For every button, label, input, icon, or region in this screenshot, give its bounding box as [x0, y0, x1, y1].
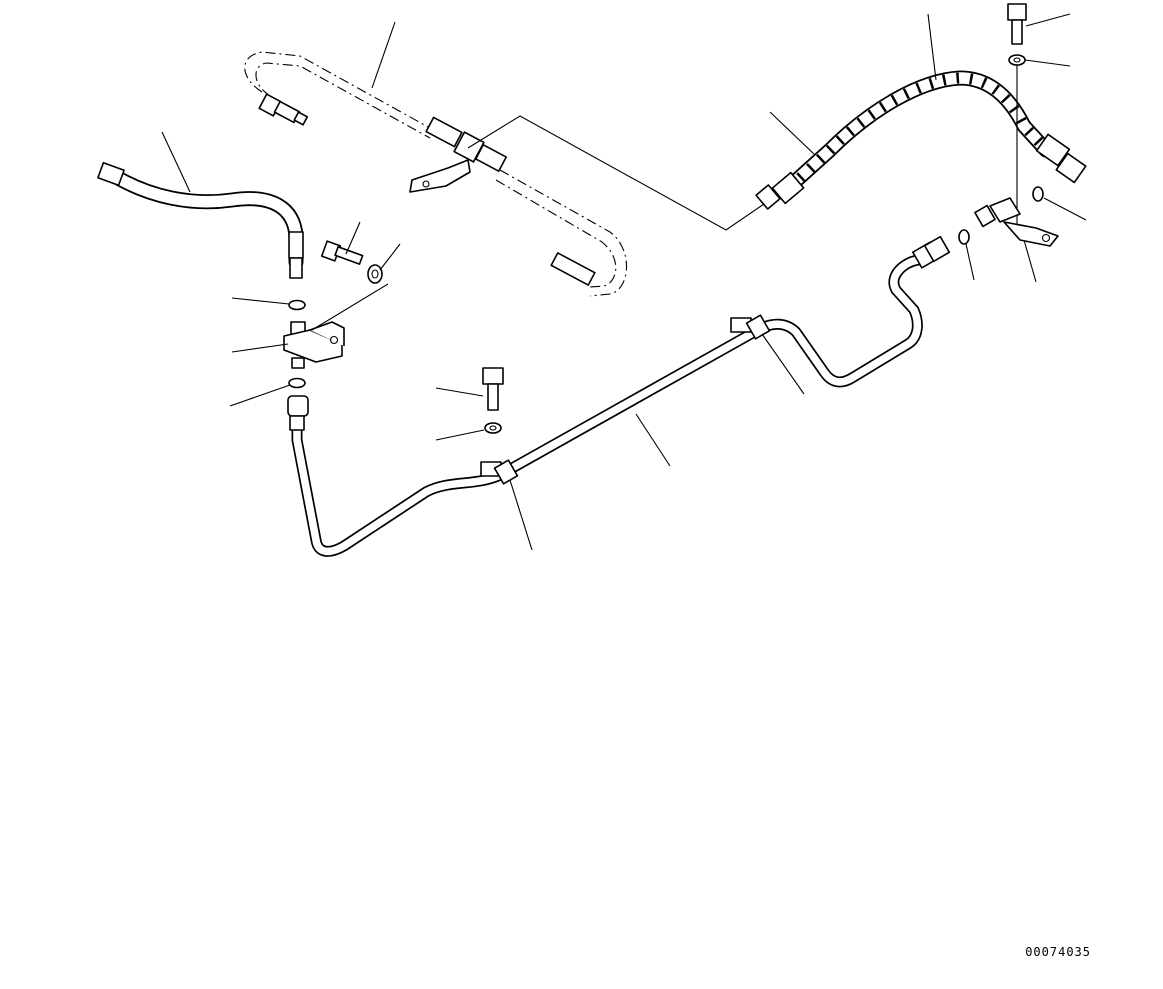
center-clamp [480, 459, 519, 485]
right-o-ring-a [1032, 186, 1044, 202]
left-hose [97, 161, 304, 279]
main-tube [287, 235, 951, 557]
right-clamp [730, 314, 771, 340]
leader-lines [161, 13, 1087, 551]
phantom-tube-fitting-right [550, 252, 596, 286]
left-bolt [320, 240, 364, 265]
left-connector-block [283, 321, 345, 369]
right-hose [755, 70, 1087, 210]
phantom-tube-tee-fitting [409, 116, 508, 193]
drawing-code: 00074035 [1025, 945, 1091, 959]
left-o-ring-upper [288, 299, 306, 311]
right-o-ring-b [958, 229, 970, 245]
right-connector-block [974, 197, 1059, 247]
main-tube-left-end-fitting [287, 395, 309, 431]
phantom-tube-fitting-left [258, 93, 309, 126]
left-o-ring-lower [288, 377, 306, 389]
left-washer [367, 264, 383, 284]
right-bolt [1007, 3, 1027, 45]
center-bolt [482, 367, 504, 411]
center-washer [484, 422, 502, 434]
main-tube-right-end-fitting [912, 235, 951, 269]
right-washer [1008, 54, 1026, 66]
